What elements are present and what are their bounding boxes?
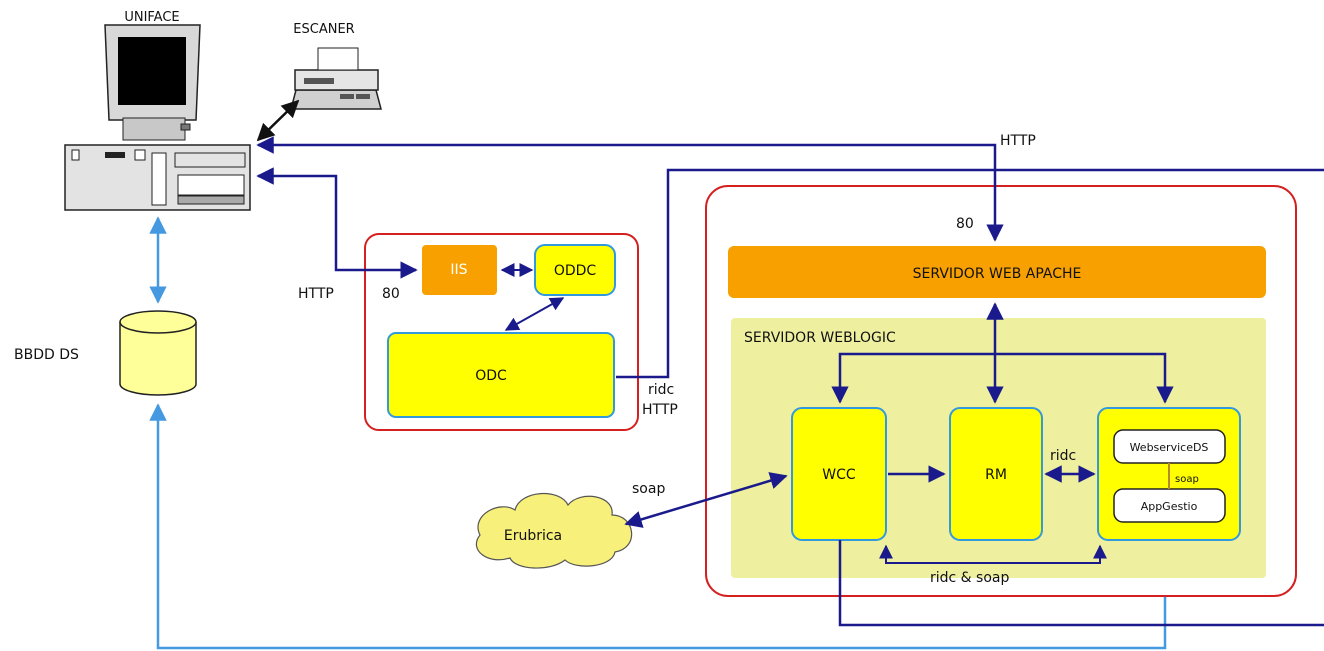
database-label: BBDD DS	[14, 347, 79, 363]
erubrica-label: Erubrica	[504, 528, 562, 544]
ridc-rm-label: ridc	[1050, 448, 1076, 464]
odc-label: ODC	[475, 368, 507, 384]
appgestio-db-connector	[149, 403, 1174, 650]
iis-label: IIS	[450, 262, 467, 278]
soap-erubrica-label: soap	[632, 481, 665, 497]
scanner-icon	[290, 47, 382, 110]
odc-box	[387, 332, 615, 418]
ridc-soap-label: ridc & soap	[930, 570, 1009, 586]
oddc-odc-connector	[504, 297, 565, 331]
http-odc-label: HTTP	[642, 402, 678, 418]
apache-box	[728, 246, 1266, 298]
port-80-top-label: 80	[956, 216, 974, 232]
workstation-label: UNIFACE	[124, 10, 179, 25]
wcc-external-connector	[838, 540, 1324, 627]
workstation-icon	[64, 24, 251, 211]
weblogic-label: SERVIDOR WEBLOGIC	[744, 330, 896, 346]
wcc-label: WCC	[822, 467, 856, 483]
workstation-apache-connector	[256, 136, 1004, 242]
scanner-connector	[256, 99, 300, 142]
http-left-label: HTTP	[298, 286, 334, 302]
port-80-left-label: 80	[382, 286, 400, 302]
appgestio-label: AppGestio	[1141, 500, 1198, 513]
rm-box	[949, 407, 1043, 541]
apache-label: SERVIDOR WEB APACHE	[913, 266, 1082, 282]
database-icon	[119, 310, 197, 396]
iis-box	[422, 245, 497, 295]
wcc-app-connector	[879, 544, 1107, 564]
webservice-label: WebserviceDS	[1130, 441, 1209, 454]
weblogic-bus-connector	[831, 352, 1174, 404]
erubrica-cloud	[475, 492, 633, 569]
rm-label: RM	[985, 467, 1007, 483]
http-top-label: HTTP	[1000, 133, 1036, 149]
scanner-label: ESCANER	[293, 22, 354, 37]
oddc-box	[534, 244, 616, 296]
inner-soap-label: soap	[1175, 474, 1199, 485]
oddc-label: ODDC	[554, 263, 597, 279]
ridc-odc-label: ridc	[648, 382, 674, 398]
erubrica-wcc-connector	[624, 472, 788, 528]
